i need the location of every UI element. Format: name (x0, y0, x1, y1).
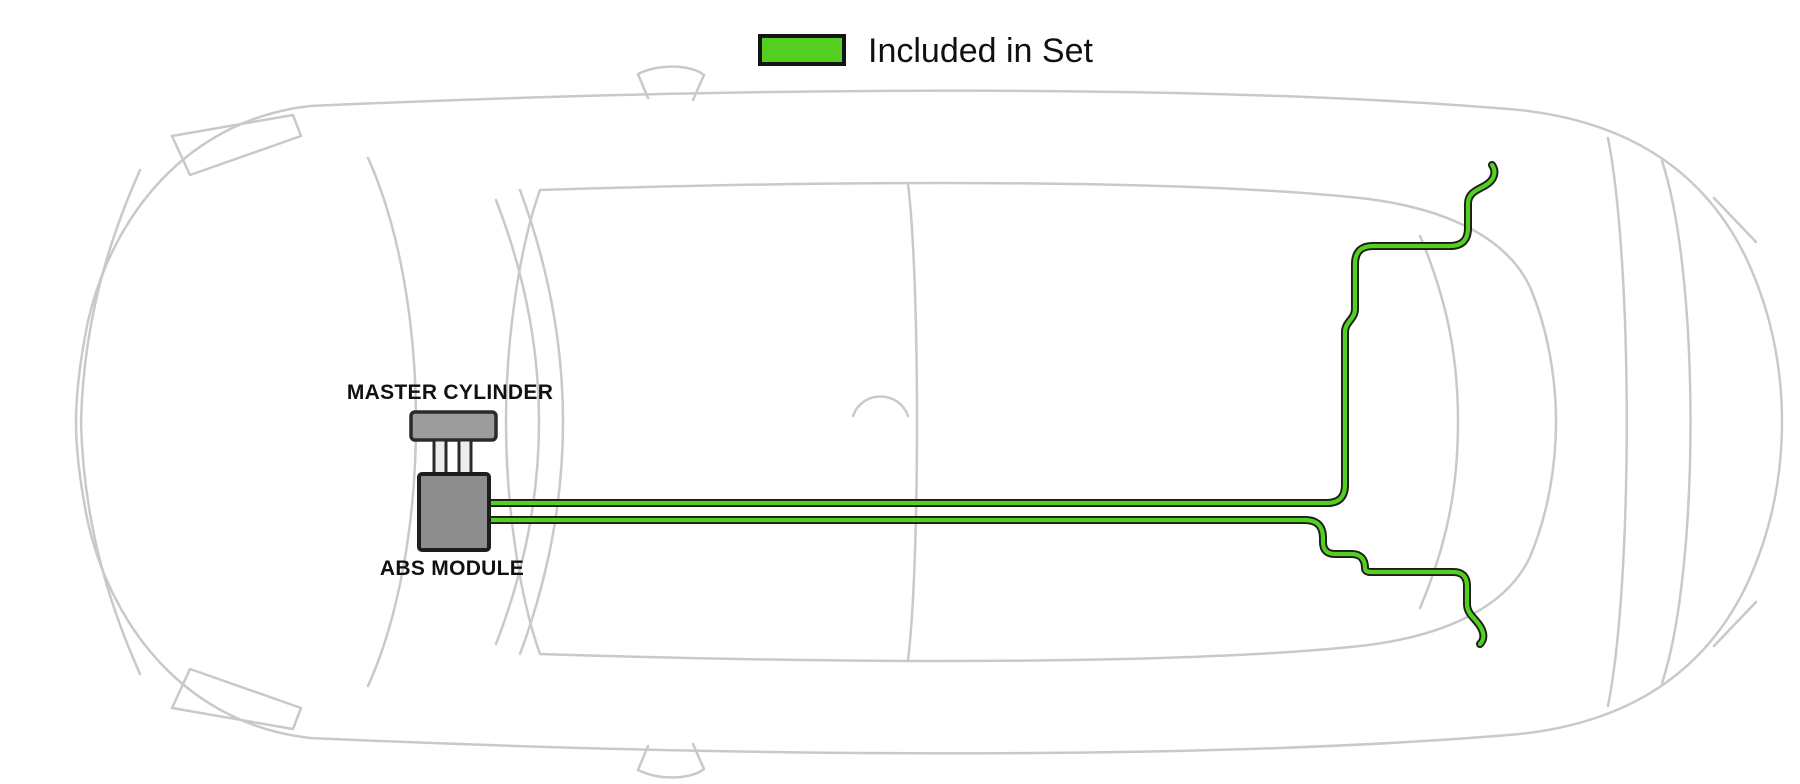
brake-lines (484, 161, 1499, 648)
legend-swatch (758, 34, 846, 66)
abs-module-label: ABS MODULE (380, 557, 524, 580)
abs-module (417, 472, 491, 552)
legend: Included in Set (758, 32, 1093, 70)
car-body-outline (74, 89, 1784, 755)
trunk-lid-line (1660, 159, 1692, 685)
rear-brake-line (485, 517, 1486, 647)
rear-window-line (1418, 234, 1460, 610)
master-cylinder-port-right (457, 438, 473, 478)
abs-module-shape (417, 472, 491, 552)
front-brake-line (485, 162, 1497, 506)
master-cylinder-label: MASTER CYLINDER (347, 381, 553, 404)
side-mirror-bottom (636, 742, 706, 779)
b-pillar-line (906, 182, 919, 662)
rear-brake-line-casing (484, 516, 1488, 648)
hood-crease-line (366, 156, 418, 688)
cowl-line (494, 198, 541, 646)
front-bumper-line (79, 168, 142, 676)
headlight-top-left (170, 113, 303, 177)
taillight-bottom-line (1712, 600, 1758, 648)
trunk-seam-line (1606, 136, 1628, 708)
side-mirror-top (636, 65, 706, 102)
roof-notch-line (851, 395, 910, 418)
legend-label: Included in Set (868, 32, 1093, 70)
taillight-top-line (1712, 196, 1758, 244)
headlight-bottom-left (170, 667, 303, 731)
master-cylinder-port-left (432, 438, 448, 478)
master-cylinder (409, 410, 498, 478)
cabin-outline (504, 181, 1558, 663)
master-cylinder-shape (409, 410, 498, 442)
car-outline (74, 65, 1784, 779)
windshield-base-line (518, 188, 565, 656)
